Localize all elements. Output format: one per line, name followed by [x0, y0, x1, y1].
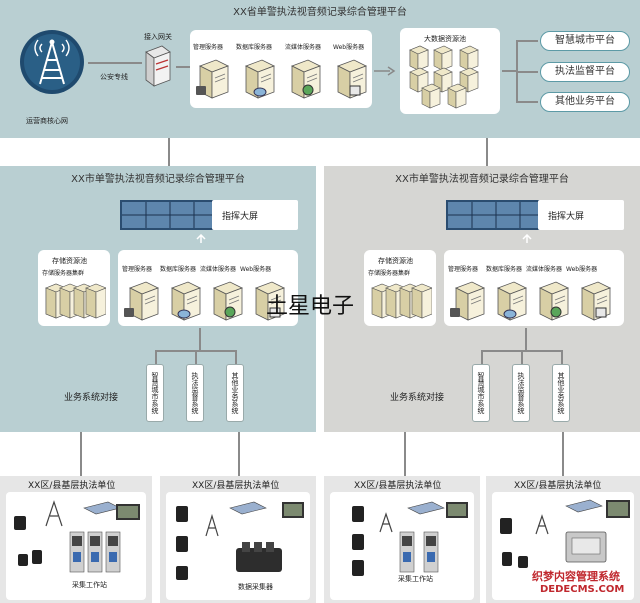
left-system-smart-city: 智慧城市系统 [146, 364, 164, 422]
right-system-other: 其他业务系统 [552, 364, 570, 422]
left-storage-servers [44, 282, 106, 322]
province-server-row [194, 56, 370, 102]
gateway-to-servers-link [176, 66, 190, 68]
right-city-title: XX市单警执法视音频记录综合管理平台 [395, 174, 569, 185]
gateway-label: 接入网关 [144, 33, 172, 41]
unit-title-1: XX区/县基层执法单位 [28, 481, 116, 491]
right-server-label-1: 管理服务器 [448, 266, 479, 273]
right-screen-arrow [522, 234, 532, 244]
operator-core-label: 运营商核心网 [26, 117, 68, 125]
server-icon-group [450, 281, 611, 321]
tower-icon [20, 30, 84, 94]
brand-watermark: 土星电子 [266, 294, 355, 319]
right-business-link-label: 业务系统对接 [390, 393, 445, 403]
right-big-screen-label: 指挥大屏 [548, 212, 585, 222]
right-system-smart-city: 智慧城市系统 [472, 364, 490, 422]
right-servers-to-systems-link [525, 328, 527, 350]
video-wall-icon [120, 200, 216, 230]
pool-to-platforms-link [502, 70, 516, 72]
platform-law-supervision: 执法监督平台 [540, 62, 630, 82]
unit-devices-3 [334, 496, 470, 580]
unit-devices-2 [170, 496, 306, 580]
corner-watermark-line1: 织梦内容管理系统 [532, 570, 620, 583]
big-data-pool-servers [408, 44, 494, 110]
province-to-right-city-link [486, 138, 488, 168]
left-server-label-4: Web服务器 [240, 266, 272, 273]
server-cluster-icon [409, 45, 479, 109]
right-storage-cluster-label: 存储服务器集群 [368, 270, 411, 277]
province-title: XX省单警执法视音频记录综合管理平台 [233, 7, 407, 18]
big-data-pool-label: 大数据资源池 [424, 35, 466, 43]
video-wall-icon [446, 200, 542, 230]
province-server-label-1: 管理服务器 [193, 44, 224, 51]
left-storage-cluster-label: 存储服务器集群 [42, 270, 85, 277]
left-system-law-supervision: 执法监督系统 [186, 364, 204, 422]
unit-devices-1 [10, 496, 144, 580]
operator-core-node [18, 28, 86, 96]
platform-smart-city: 智慧城市平台 [540, 31, 630, 51]
left-server-row [124, 278, 294, 322]
left-server-label-1: 管理服务器 [122, 266, 153, 273]
storage-cluster-icon [371, 283, 432, 319]
left-screen-arrow [196, 234, 206, 244]
unit-title-2: XX区/县基层执法单位 [192, 481, 280, 491]
left-big-screen-label-box [212, 200, 298, 230]
gateway-icon [145, 45, 171, 87]
province-server-label-4: Web服务器 [333, 44, 365, 51]
gateway-device [142, 44, 174, 90]
right-server-label-2: 数据库服务器 [486, 266, 523, 273]
corner-watermark-line2: DEDECMS.COM [540, 584, 625, 595]
unit-station-label-3: 采集工作站 [398, 575, 433, 583]
police-line-link [88, 62, 142, 64]
unit-devices-4 [496, 496, 632, 572]
right-storage-pool-label: 存储资源池 [378, 257, 413, 265]
platform-other-business: 其他业务平台 [540, 92, 630, 112]
storage-cluster-icon [45, 283, 106, 319]
right-big-screen [446, 200, 542, 230]
right-server-row [450, 278, 620, 322]
left-city-title: XX市单警执法视音频记录综合管理平台 [71, 174, 245, 185]
left-big-screen [120, 200, 216, 230]
field-devices-icon [14, 500, 140, 573]
province-server-label-2: 数据库服务器 [236, 44, 273, 51]
police-line-label: 公安专线 [100, 73, 128, 81]
left-system-other: 其他业务系统 [226, 364, 244, 422]
server-icon-group [124, 281, 285, 321]
server-icon-group [196, 59, 367, 99]
left-business-link-label: 业务系统对接 [64, 393, 119, 403]
unit-title-4: XX区/县基层执法单位 [514, 481, 602, 491]
left-big-screen-label: 指挥大屏 [222, 212, 259, 222]
right-server-label-4: Web服务器 [566, 266, 598, 273]
field-devices-icon [352, 501, 468, 576]
right-storage-servers [370, 282, 432, 322]
province-server-label-3: 流媒体服务器 [285, 44, 322, 51]
unit-station-label-1: 采集工作站 [72, 581, 107, 589]
left-storage-pool-label: 存储资源池 [52, 257, 87, 265]
left-servers-to-systems-link [199, 328, 201, 350]
right-big-screen-label-box [538, 200, 624, 230]
unit-collector-label-2: 数据采集器 [238, 583, 273, 591]
left-server-label-3: 流媒体服务器 [200, 266, 237, 273]
field-devices-icon [176, 501, 304, 580]
right-system-law-supervision: 执法监督系统 [512, 364, 530, 422]
unit-title-3: XX区/县基层执法单位 [354, 481, 442, 491]
province-to-left-city-link [168, 138, 170, 168]
field-devices-icon [500, 499, 630, 568]
left-server-label-2: 数据库服务器 [160, 266, 197, 273]
right-server-label-3: 流媒体服务器 [526, 266, 563, 273]
servers-to-pool-arrow [374, 66, 396, 76]
